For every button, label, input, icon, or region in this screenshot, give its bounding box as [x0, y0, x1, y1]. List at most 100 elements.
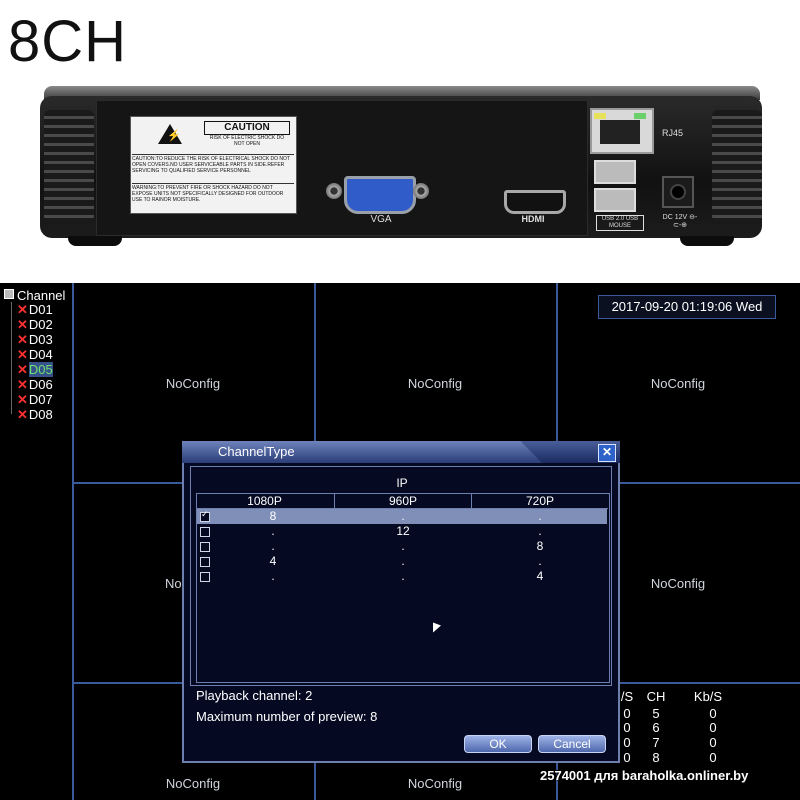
- stats-header: Kb/S: [693, 689, 723, 704]
- unconfigured-x-icon: ✕: [17, 302, 28, 317]
- stats-cell: 6: [652, 720, 660, 735]
- warning-text: WARNING:TO PREVENT FIRE OR SHOCK HAZARD …: [132, 183, 294, 203]
- ip-group-label: IP: [396, 476, 408, 490]
- max-preview-info: Maximum number of preview: 8: [196, 709, 378, 724]
- channel-tree-item-d07[interactable]: ✕D07: [17, 392, 53, 407]
- noconfig-label: NoConfig: [650, 376, 706, 391]
- dc-power-jack-icon: [662, 176, 694, 208]
- close-icon[interactable]: ✕: [598, 444, 616, 462]
- table-row[interactable]: [197, 509, 607, 524]
- channel-tree-item-d03[interactable]: ✕D03: [17, 332, 53, 347]
- channel-tree-item-label: D02: [28, 317, 53, 332]
- lightning-bolt-icon: ⚡: [167, 130, 181, 142]
- warning-triangle-icon: [158, 124, 182, 144]
- row-checkbox[interactable]: [200, 542, 210, 552]
- stats-cell: 0: [709, 706, 717, 721]
- right-foot: [680, 236, 734, 246]
- table-cell: 8: [536, 539, 544, 553]
- unconfigured-x-icon: ✕: [17, 362, 28, 377]
- column-separator: [334, 493, 335, 508]
- table-cell: 4: [536, 569, 544, 583]
- table-cell: 4: [269, 554, 277, 568]
- noconfig-label: NoConfig: [407, 376, 463, 391]
- dialog-content-panel: [190, 466, 612, 686]
- stats-header: CH: [646, 689, 666, 704]
- noconfig-label: NoConfig: [650, 576, 706, 591]
- row-checkbox[interactable]: [200, 572, 210, 582]
- table-header: [196, 493, 608, 509]
- unconfigured-x-icon: ✕: [17, 332, 28, 347]
- table-cell: .: [401, 569, 405, 583]
- table-cell: .: [538, 554, 542, 568]
- noconfig-label: NoConfig: [407, 776, 463, 791]
- table-cell: 8: [269, 509, 277, 523]
- stats-cell: 0: [623, 720, 631, 735]
- noconfig-label: NoConfig: [165, 376, 221, 391]
- channel-count-title: 8CH: [8, 9, 128, 74]
- channel-tree-item-label: D04: [28, 347, 53, 362]
- table-cell: .: [271, 569, 275, 583]
- cancel-button[interactable]: Cancel: [538, 735, 606, 753]
- stats-cell: 0: [623, 750, 631, 765]
- rj45-led-yellow: [594, 113, 606, 119]
- channel-tree-item-d06[interactable]: ✕D06: [17, 377, 53, 392]
- rj45-label: RJ45: [662, 128, 684, 138]
- column-separator: [471, 493, 472, 508]
- row-checkbox[interactable]: [200, 509, 210, 522]
- table-cell: .: [401, 539, 405, 553]
- vga-screw-icon: [326, 183, 342, 199]
- playback-channel-info: Playback channel: 2: [196, 688, 313, 703]
- right-vent-grille: [712, 110, 762, 222]
- stats-cell: 0: [709, 735, 717, 750]
- rj45-socket: [600, 120, 640, 144]
- unconfigured-x-icon: ✕: [17, 392, 28, 407]
- collapse-box-icon[interactable]: [4, 289, 14, 299]
- ok-button[interactable]: OK: [464, 735, 532, 753]
- channel-tree-item-label: D01: [28, 302, 53, 317]
- channel-tree-item-label: D07: [28, 392, 53, 407]
- column-header-960p: 960P: [388, 494, 418, 508]
- channel-tree-root[interactable]: Channel: [4, 288, 65, 303]
- channel-type-table: [196, 493, 610, 683]
- table-cell: .: [401, 554, 405, 568]
- stats-cell: 0: [623, 706, 631, 721]
- caution-text: CAUTION:TO REDUCE THE RISK OF ELECTRICAL…: [132, 154, 294, 174]
- table-cell: .: [538, 524, 542, 538]
- usb-label: USB 2.0 USB MOUSE: [596, 215, 644, 231]
- usb-port-icon: [594, 188, 636, 212]
- caution-heading: CAUTION: [204, 121, 290, 135]
- left-foot: [68, 236, 122, 246]
- vga-label: VGA: [370, 214, 392, 225]
- channel-tree-item-d05[interactable]: ✕D05: [17, 362, 53, 377]
- column-header-720p: 720P: [525, 494, 555, 508]
- table-cell: .: [271, 539, 275, 553]
- caution-subheading: RISK OF ELECTRIC SHOCK DO NOT OPEN: [209, 135, 285, 147]
- hdmi-port-icon: [504, 190, 566, 214]
- dc-label: DC 12V ⊖-⊂-⊕: [662, 214, 698, 229]
- dialog-title: ChannelType: [218, 444, 295, 459]
- stats-cell: 0: [709, 720, 717, 735]
- unconfigured-x-icon: ✕: [17, 377, 28, 392]
- vga-screw-icon: [413, 183, 429, 199]
- table-cell: 12: [396, 524, 410, 538]
- product-photo: 8CH ⚡ CAUTION RISK OF ELECTRIC SHOCK DO …: [0, 0, 800, 283]
- caution-label: [130, 116, 297, 214]
- row-checkbox[interactable]: [200, 527, 210, 537]
- stats-cell: 0: [623, 735, 631, 750]
- left-vent-grille: [44, 110, 94, 222]
- noconfig-label: NoConfig: [165, 776, 221, 791]
- row-checkbox[interactable]: [200, 557, 210, 567]
- table-cell: .: [538, 509, 542, 523]
- channel-tree-item-d08[interactable]: ✕D08: [17, 407, 53, 422]
- channel-tree-item-d01[interactable]: ✕D01: [17, 302, 53, 317]
- stats-cell: 7: [652, 735, 660, 750]
- channel-tree-item-label: D08: [28, 407, 53, 422]
- column-header-1080p: 1080P: [247, 494, 282, 508]
- channel-tree-item-d02[interactable]: ✕D02: [17, 317, 53, 332]
- channel-tree-item-d04[interactable]: ✕D04: [17, 347, 53, 362]
- channel-tree-item-label: D06: [28, 377, 53, 392]
- hdmi-label: HDMI: [521, 214, 545, 224]
- stats-cell: 8: [652, 750, 660, 765]
- rj45-led-green: [634, 113, 646, 119]
- vga-port-icon: [344, 176, 416, 214]
